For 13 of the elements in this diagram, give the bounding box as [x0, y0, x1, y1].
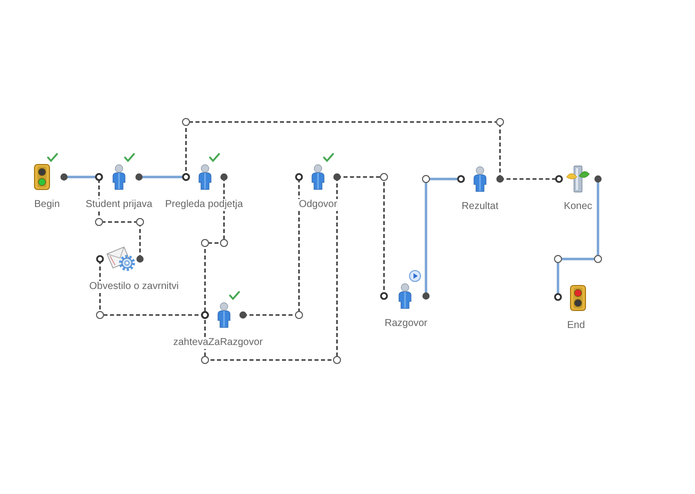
- connector-line: [422, 175, 465, 300]
- dashed-connector: [333, 173, 388, 300]
- dashed-connector: [239, 173, 303, 319]
- node-label: Begin: [33, 199, 61, 211]
- node-label: Odgovor: [298, 199, 338, 211]
- node-label: zahtevaZaRazgovor: [172, 337, 264, 349]
- dashed-connector: [182, 118, 504, 183]
- node-label: Pregleda podjetja: [164, 199, 244, 211]
- node-label: Student prijava: [84, 199, 154, 211]
- dashed-connector: [95, 173, 144, 263]
- node-label: Obvestilo o zavrnitvi: [88, 281, 180, 293]
- node-label: Razgovor: [384, 318, 428, 330]
- connector-line: [554, 175, 602, 301]
